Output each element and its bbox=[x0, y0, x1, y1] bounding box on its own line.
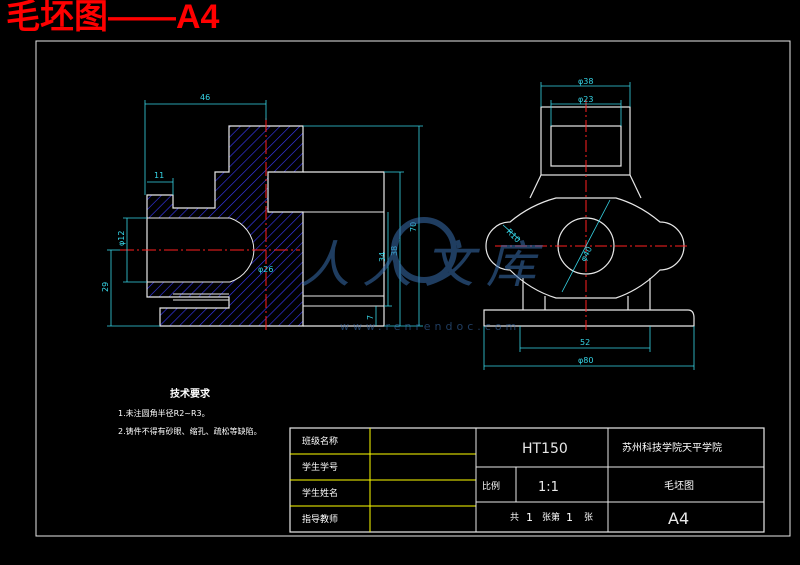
tb-paper-size: A4 bbox=[668, 509, 689, 528]
tech-req-item-2: 2.铸件不得有砂眼、缩孔、疏松等缺陷。 bbox=[118, 426, 262, 436]
tb-sheet-total-prefix: 共 bbox=[510, 512, 519, 523]
dim-width-top: 46 bbox=[200, 93, 210, 102]
dim-height-small: 7 bbox=[366, 315, 375, 320]
tb-drawing-name: 毛坯图 bbox=[664, 480, 694, 492]
tb-material: HT150 bbox=[522, 441, 568, 457]
front-bore-cut bbox=[146, 217, 255, 283]
tb-school: 苏州科技学院天平学院 bbox=[622, 441, 722, 454]
front-outline bbox=[146, 125, 304, 327]
watermark: 人人文库 www.renrendoc.com bbox=[300, 217, 548, 333]
dim-hole-dia: φ26 bbox=[258, 265, 273, 274]
tb-scale-label: 比例 bbox=[482, 480, 500, 492]
tb-sheet-total: 1 bbox=[526, 511, 533, 524]
tb-scale-value: 1:1 bbox=[538, 480, 559, 495]
dim-base-outer: φ80 bbox=[578, 356, 593, 365]
dim-height-mid1: 34 bbox=[378, 252, 387, 262]
tb-sheet-no-prefix: 张第 bbox=[542, 511, 560, 523]
tech-req-item-1: 1.未注圆角半径R2~R3。 bbox=[118, 408, 210, 418]
side-base bbox=[483, 309, 695, 327]
dim-base-inner: 52 bbox=[580, 338, 590, 347]
tb-sheet-suffix: 张 bbox=[584, 512, 593, 523]
tb-label-instructor: 指导教师 bbox=[302, 513, 338, 525]
dim-top-outer: φ38 bbox=[578, 77, 593, 86]
watermark-logo-ring bbox=[391, 217, 457, 283]
tech-requirements: 技术要求 1.未注圆角半径R2~R3。 2.铸件不得有砂眼、缩孔、疏松等缺陷。 bbox=[118, 387, 262, 436]
side-flange bbox=[485, 197, 685, 299]
front-right-body bbox=[303, 171, 385, 327]
dim-top-inner: φ23 bbox=[578, 95, 593, 104]
dim-center-bore: φ40 bbox=[579, 245, 594, 263]
front-view: 46 11 φ12 φ26 29 70 38 34 7 bbox=[101, 93, 423, 330]
watermark-url: www.renrendoc.com bbox=[340, 320, 520, 333]
tb-sheet-no: 1 bbox=[566, 511, 573, 524]
dim-bore-dia: φ12 bbox=[117, 231, 126, 246]
drawing-border bbox=[35, 40, 791, 537]
dim-height-right: 70 bbox=[409, 222, 418, 232]
tb-label-student-id: 学生学号 bbox=[302, 461, 338, 473]
tb-label-class: 班级名称 bbox=[302, 435, 338, 447]
dim-height-left: 29 bbox=[101, 282, 110, 292]
tech-req-title: 技术要求 bbox=[170, 387, 211, 400]
watermark-text: 人人文库 bbox=[300, 236, 548, 294]
drawing-title-header: 毛坯图——A4 bbox=[6, 0, 220, 36]
title-block: 班级名称 学生学号 学生姓名 指导教师 HT150 苏州科技学院天平学院 比例 … bbox=[289, 427, 765, 533]
tb-label-student-name: 学生姓名 bbox=[302, 487, 338, 499]
dim-slot-width: 11 bbox=[154, 171, 164, 180]
